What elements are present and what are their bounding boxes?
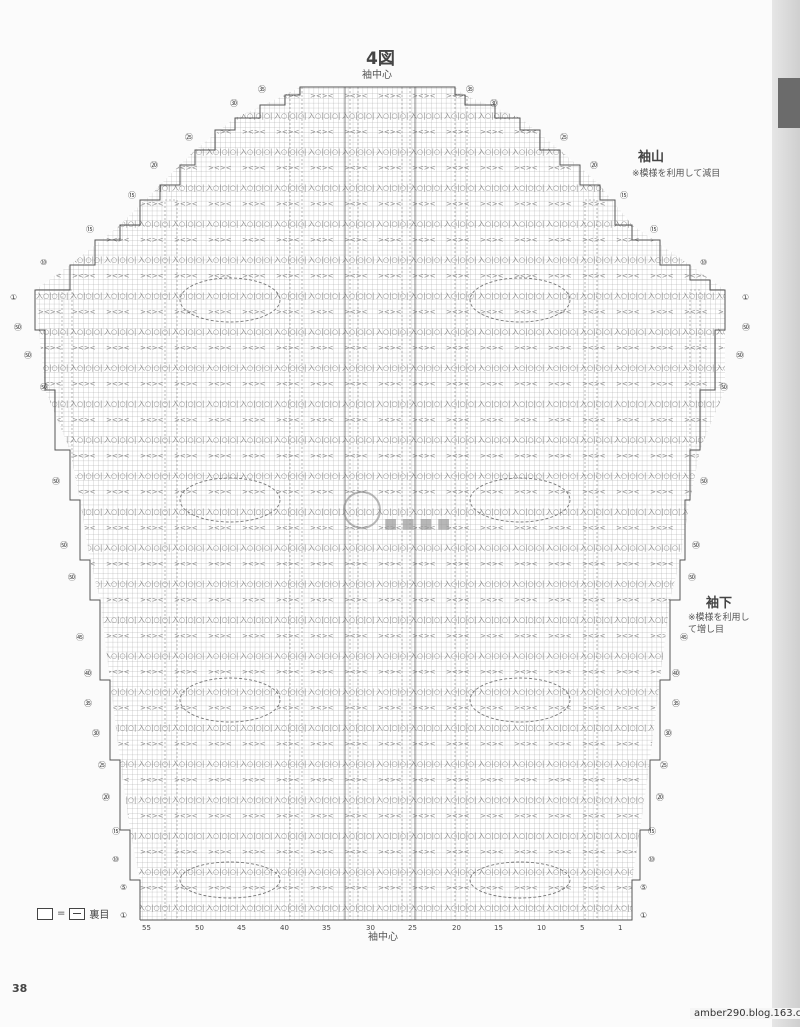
svg-text:㉟: ㉟ bbox=[672, 699, 680, 708]
sleeve-cap-note: ※模様を利用して減目 bbox=[632, 169, 721, 179]
svg-text:㉚: ㉚ bbox=[92, 729, 100, 738]
svg-text:㊿: ㊿ bbox=[720, 383, 728, 392]
underarm-label: 袖下 bbox=[706, 596, 733, 611]
svg-text:①: ① bbox=[120, 911, 127, 920]
svg-text:①: ① bbox=[742, 293, 749, 302]
underarm-note: ※模様を利用して増し目 bbox=[688, 613, 750, 635]
svg-text:㊺: ㊺ bbox=[76, 633, 84, 642]
svg-text:㉕: ㉕ bbox=[560, 133, 568, 142]
tick-label: 25 bbox=[408, 924, 417, 932]
svg-text:㊿: ㊿ bbox=[40, 383, 48, 392]
tick-label: 20 bbox=[452, 924, 461, 932]
tick-label: 5 bbox=[580, 924, 584, 932]
svg-text:㉕: ㉕ bbox=[98, 761, 106, 770]
svg-text:㊵: ㊵ bbox=[84, 669, 92, 678]
svg-text:①: ① bbox=[640, 911, 647, 920]
svg-text:㉕: ㉕ bbox=[185, 133, 193, 142]
svg-text:㉚: ㉚ bbox=[664, 729, 672, 738]
page-number: 38 bbox=[12, 982, 28, 995]
svg-text:㊿: ㊿ bbox=[14, 323, 22, 332]
svg-text:■ ■ ■ ■: ■ ■ ■ ■ bbox=[384, 516, 450, 532]
svg-text:㉕: ㉕ bbox=[660, 761, 668, 770]
svg-text:⑩: ⑩ bbox=[648, 855, 655, 864]
tick-label: 45 bbox=[237, 924, 246, 932]
svg-text:⑩: ⑩ bbox=[40, 258, 47, 267]
tick-label: 15 bbox=[494, 924, 503, 932]
svg-text:㉟: ㉟ bbox=[258, 85, 266, 94]
svg-text:⑮: ⑮ bbox=[112, 827, 120, 836]
svg-text:⑤: ⑤ bbox=[640, 883, 647, 892]
svg-text:⑩: ⑩ bbox=[700, 258, 707, 267]
svg-text:㊿: ㊿ bbox=[736, 351, 744, 360]
page-tab bbox=[778, 78, 800, 128]
tick-label: 50 bbox=[195, 924, 204, 932]
svg-text:①: ① bbox=[10, 293, 17, 302]
svg-text:㊺: ㊺ bbox=[680, 633, 688, 642]
svg-text:⑩: ⑩ bbox=[112, 855, 119, 864]
svg-text:⑤: ⑤ bbox=[120, 883, 127, 892]
svg-text:⑳: ⑳ bbox=[150, 161, 158, 170]
svg-text:㊿: ㊿ bbox=[24, 351, 32, 360]
svg-text:㉟: ㉟ bbox=[84, 699, 92, 708]
svg-text:⑳: ⑳ bbox=[656, 793, 664, 802]
svg-text:⑳: ⑳ bbox=[102, 793, 110, 802]
svg-text:⑮: ⑮ bbox=[86, 225, 94, 234]
watermark: amber290.blog.163.com bbox=[690, 1008, 800, 1019]
legend-purl-symbol-icon bbox=[69, 907, 86, 920]
svg-text:㊿: ㊿ bbox=[52, 477, 60, 486]
svg-text:㊿: ㊿ bbox=[742, 323, 750, 332]
svg-text:㉚: ㉚ bbox=[490, 99, 498, 108]
svg-text:㊿: ㊿ bbox=[688, 573, 696, 582]
sleeve-center-bottom-label: 袖中心 bbox=[368, 932, 398, 943]
page-edge bbox=[772, 0, 800, 1027]
svg-text:㊿: ㊿ bbox=[60, 541, 68, 550]
svg-text:㉟: ㉟ bbox=[466, 85, 474, 94]
sleeve-cap-label: 袖山 bbox=[638, 150, 665, 165]
tick-label: 35 bbox=[322, 924, 331, 932]
legend-empty-box-icon bbox=[37, 907, 53, 920]
svg-text:㊵: ㊵ bbox=[672, 669, 680, 678]
tick-label: 1 bbox=[618, 924, 622, 932]
tick-label: 55 bbox=[142, 924, 151, 932]
figure-title: 4図 bbox=[366, 49, 395, 69]
svg-text:⑮: ⑮ bbox=[648, 827, 656, 836]
tick-label: 30 bbox=[366, 924, 375, 932]
legend: = 裏目 bbox=[37, 906, 109, 921]
sleeve-center-top-label: 袖中心 bbox=[362, 70, 392, 81]
svg-text:⑮: ⑮ bbox=[650, 225, 658, 234]
svg-text:⑮: ⑮ bbox=[620, 191, 628, 200]
svg-text:⑳: ⑳ bbox=[590, 161, 598, 170]
svg-text:㊿: ㊿ bbox=[692, 541, 700, 550]
tick-label: 40 bbox=[280, 924, 289, 932]
svg-text:㉚: ㉚ bbox=[230, 99, 238, 108]
svg-text:⑮: ⑮ bbox=[128, 191, 136, 200]
tick-label: 10 bbox=[537, 924, 546, 932]
svg-text:㊿: ㊿ bbox=[68, 573, 76, 582]
x-axis-ticks: 55 50 45 40 35 30 25 20 15 10 5 1 bbox=[142, 924, 622, 932]
legend-equals: = bbox=[57, 908, 66, 919]
legend-meaning: 裏目 bbox=[89, 910, 110, 921]
svg-text:㊿: ㊿ bbox=[700, 477, 708, 486]
